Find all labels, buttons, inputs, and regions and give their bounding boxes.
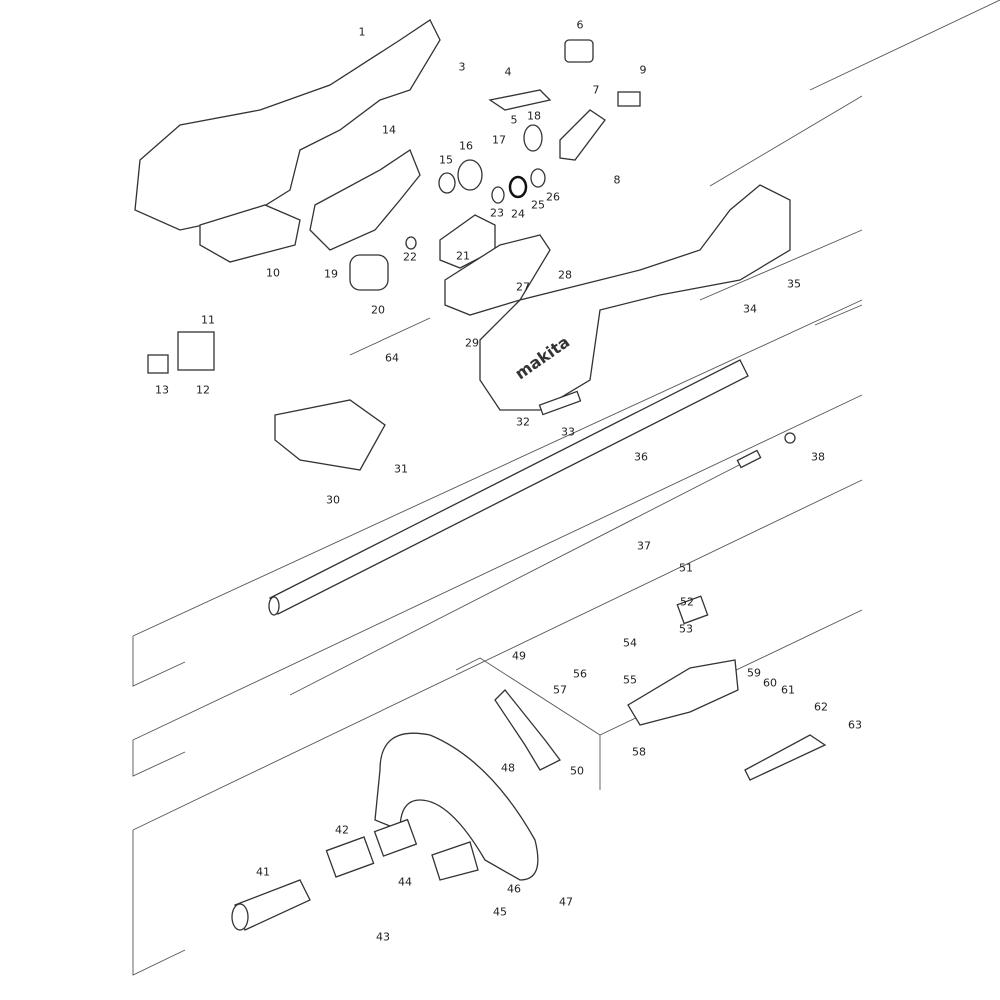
part-number-label: 52: [680, 595, 694, 609]
part-number-label: 21: [456, 249, 470, 263]
handle-holder: [627, 659, 739, 726]
motor-housing: [309, 149, 421, 251]
part-number-label: 29: [465, 336, 479, 350]
clamp: [325, 836, 375, 878]
part-number-label: 45: [493, 905, 507, 919]
release-lever: [744, 734, 827, 781]
terminal-block: [199, 204, 301, 263]
part-number-label: 44: [398, 875, 412, 889]
part-number-label: 41: [256, 865, 270, 879]
part-number-label: 55: [623, 673, 637, 687]
part-number-label: 13: [155, 383, 169, 397]
part-number-label: 61: [781, 683, 795, 697]
part-number-label: 57: [553, 683, 567, 697]
part-number-label: 12: [196, 383, 210, 397]
part-number-label: 15: [439, 153, 453, 167]
part-number-label: 7: [592, 83, 600, 97]
part-number-label: 8: [613, 173, 621, 187]
part-number-label: 64: [385, 351, 399, 365]
part-number-label: 14: [382, 123, 396, 137]
part-number-label: 38: [811, 450, 825, 464]
part-number-label: 17: [492, 133, 506, 147]
part-number-label: 31: [394, 462, 408, 476]
switch: [617, 91, 641, 107]
lever: [494, 689, 561, 771]
label-plate: [147, 354, 169, 374]
part-number-label: 48: [501, 761, 515, 775]
part-number-label: 25: [531, 198, 545, 212]
part-number-label: 53: [679, 622, 693, 636]
part-number-label: 10: [266, 266, 280, 280]
part-number-label: 59: [747, 666, 761, 680]
cable: [349, 317, 431, 356]
part-number-label: 20: [371, 303, 385, 317]
part-number-label: 30: [326, 493, 340, 507]
part-number-label: 9: [639, 63, 647, 77]
clamp-45: [431, 841, 479, 881]
part-number-label: 19: [324, 267, 338, 281]
part-number-label: 60: [763, 676, 777, 690]
part-number-label: 34: [743, 302, 757, 316]
part-number-label: 28: [558, 268, 572, 282]
part-number-label: 47: [559, 895, 573, 909]
part-number-label: 63: [848, 718, 862, 732]
stator: [349, 254, 389, 291]
loop-handle: [374, 732, 539, 881]
part-number-label: 62: [814, 700, 828, 714]
part-number-label: 49: [512, 649, 526, 663]
part-number-label: 46: [507, 882, 521, 896]
part-number-label: 50: [570, 764, 584, 778]
part-number-label: 3: [458, 60, 466, 74]
part-number-label: 43: [376, 930, 390, 944]
part-number-label: 1: [358, 25, 366, 39]
lock-lever: [488, 89, 552, 111]
terminal: [177, 331, 215, 371]
part-number-label: 36: [634, 450, 648, 464]
sleeve: [373, 818, 418, 857]
part-number-label: 54: [623, 636, 637, 650]
part-number-label: 22: [403, 250, 417, 264]
part-number-label: 23: [490, 206, 504, 220]
part-number-label: 56: [573, 667, 587, 681]
part-number-label: 58: [632, 745, 646, 759]
part-number-label: 26: [546, 190, 560, 204]
part-number-label: 24: [511, 207, 525, 221]
label-33: [538, 390, 582, 416]
part-number-label: 27: [516, 280, 530, 294]
bearings: [405, 124, 546, 250]
part-number-label: 42: [335, 823, 349, 837]
motor-assembly: [444, 234, 551, 316]
part-number-label: 5: [510, 113, 518, 127]
part-number-label: 6: [576, 18, 584, 32]
bracket: [274, 399, 386, 471]
trigger: [559, 109, 606, 161]
part-number-label: 16: [459, 139, 473, 153]
part-number-label: 18: [527, 109, 541, 123]
part-number-label: 11: [201, 313, 215, 327]
part-number-label: 51: [679, 561, 693, 575]
switch-cover: [564, 39, 594, 63]
part-number-label: 33: [561, 425, 575, 439]
part-number-label: 37: [637, 539, 651, 553]
part-number-label: 35: [787, 277, 801, 291]
part-number-label: 4: [504, 65, 512, 79]
main-housing: [479, 184, 791, 411]
part-number-label: 32: [516, 415, 530, 429]
drive-shaft: [289, 461, 746, 696]
